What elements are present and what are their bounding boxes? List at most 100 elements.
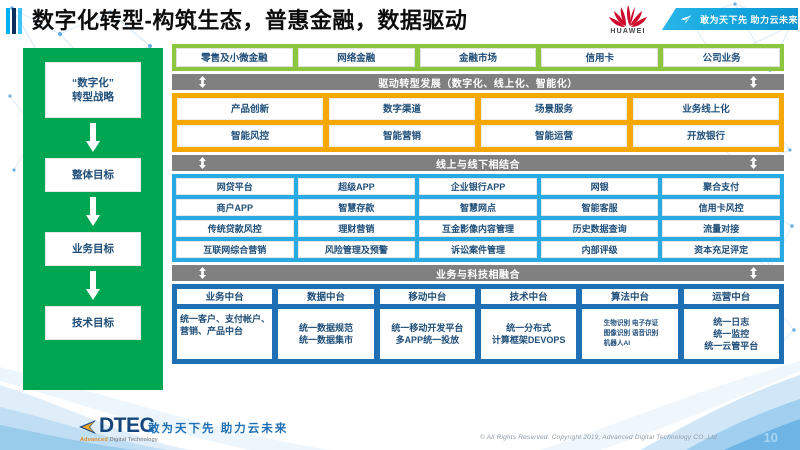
capability-row: 产品创新 数字渠道 场景服务 业务线上化 — [177, 98, 779, 120]
application-cell[interactable]: 网贷平台 — [176, 178, 294, 195]
platform-column-mobile: 移动中台 统一移动开发平台多APP统一投放 — [378, 288, 476, 360]
application-row: 商户APP 智慧存款 智慧网点 智能客服 信用卡风控 — [176, 199, 780, 216]
capability-cell[interactable]: 智能风控 — [177, 125, 323, 147]
ribbon-text: 敢为天下先 助力云未来 — [699, 14, 798, 25]
paper-plane-icon — [680, 14, 692, 24]
business-line-cell[interactable]: 信用卡 — [541, 48, 659, 67]
application-cell[interactable]: 传统贷款风控 — [176, 220, 294, 237]
sidebar-item-business-goal[interactable]: 业务目标 — [45, 232, 141, 266]
platform-column-business: 业务中台 统一客户、支付帐户、营销、产品中台 — [176, 288, 274, 360]
capability-cell[interactable]: 开放银行 — [633, 125, 779, 147]
application-cell[interactable]: 诉讼案件管理 — [419, 241, 537, 258]
application-cell[interactable]: 信用卡风控 — [662, 199, 780, 216]
application-row: 网贷平台 超级APP 企业银行APP 网银 聚合支付 — [176, 178, 780, 195]
application-cell[interactable]: 历史数据查询 — [540, 220, 659, 237]
platform-column-data: 数据中台 统一数据规范统一数据集市 — [277, 288, 375, 360]
page-title: 数字化转型-构筑生态，普惠金融，数据驱动 — [32, 8, 468, 33]
sidebar-item-label: 业务目标 — [72, 242, 114, 255]
double-arrow-icon — [199, 76, 206, 88]
sidebar-item-label: 技术目标 — [72, 316, 114, 329]
platform-column-header[interactable]: 技术中台 — [479, 288, 578, 305]
slide-header: 数字化转型-构筑生态，普惠金融，数据驱动 HUAWEI 敢为天下先 助力云未来 — [0, 0, 800, 40]
connector-bar-drive-transformation: 驱动转型发展（数字化、线上化、智能化） — [172, 74, 784, 90]
page-number: 10 — [763, 430, 778, 445]
application-row: 传统贷款风控 理财营销 互金影像内容管理 历史数据查询 流量对接 — [176, 220, 780, 237]
down-arrow-icon-2 — [85, 197, 101, 227]
application-cell[interactable]: 互金影像内容管理 — [419, 220, 537, 237]
platform-column-body: 统一分布式计算框架DEVOPS — [479, 308, 578, 360]
double-arrow-icon — [199, 267, 206, 279]
double-arrow-icon — [750, 157, 757, 169]
down-arrow-icon-3 — [85, 271, 101, 301]
application-cell[interactable]: 智能客服 — [540, 199, 659, 216]
application-cell[interactable]: 理财营销 — [297, 220, 416, 237]
sidebar-item-label: 整体目标 — [72, 168, 114, 181]
application-cell[interactable]: 企业银行APP — [419, 178, 537, 195]
capability-cell[interactable]: 智能营销 — [329, 125, 475, 147]
connector-bar-label: 业务与科技相融合 — [436, 269, 520, 281]
capability-cell[interactable]: 智能运营 — [481, 125, 627, 147]
platform-column-header[interactable]: 业务中台 — [176, 288, 274, 305]
capability-band: 产品创新 数字渠道 场景服务 业务线上化 智能风控 智能营销 智能运营 开放银行 — [172, 93, 784, 152]
platform-column-header[interactable]: 移动中台 — [378, 288, 476, 305]
huawei-flower-icon — [609, 5, 647, 27]
application-cell[interactable]: 风险管理及预警 — [297, 241, 416, 258]
application-cell[interactable]: 超级APP — [297, 178, 416, 195]
platform-column-body: 统一客户、支付帐户、营销、产品中台 — [176, 308, 274, 360]
platform-band: 业务中台 统一客户、支付帐户、营销、产品中台 数据中台 统一数据规范统一数据集市… — [172, 284, 784, 364]
double-arrow-icon — [199, 157, 206, 169]
huawei-ribbon-banner: 敢为天下先 助力云未来 — [662, 8, 798, 30]
application-cell[interactable]: 内部评级 — [540, 241, 659, 258]
footer-slogan: 敢为天下先 助力云未来 — [148, 423, 289, 435]
business-line-cell[interactable]: 零售及小微金融 — [176, 48, 293, 67]
dtec-tagline-bold: Advanced — [80, 437, 108, 443]
huawei-wordmark: HUAWEI — [610, 28, 646, 35]
application-cell[interactable]: 资本充足评定 — [662, 241, 780, 258]
application-row: 互联网综合营销 风险管理及预警 诉讼案件管理 内部评级 资本充足评定 — [176, 241, 780, 258]
connector-bar-label: 驱动转型发展（数字化、线上化、智能化） — [378, 78, 578, 90]
application-cell[interactable]: 智慧存款 — [297, 199, 416, 216]
slide-footer: DTEC Advanced Digital Technology 敢为天下先 助… — [0, 394, 800, 450]
title-accent-bar — [6, 8, 28, 34]
dtec-logo: DTEC — [78, 414, 155, 437]
application-cell[interactable]: 商户APP — [176, 199, 294, 216]
application-cell[interactable]: 智慧网点 — [419, 199, 537, 216]
dtec-arrow-icon — [79, 420, 96, 434]
capability-cell[interactable]: 场景服务 — [481, 98, 627, 120]
business-line-cell[interactable]: 金融市场 — [419, 48, 537, 67]
platform-column-header[interactable]: 算法中台 — [581, 288, 679, 305]
capability-cell[interactable]: 数字渠道 — [329, 98, 475, 120]
application-cell[interactable]: 流量对接 — [662, 220, 780, 237]
double-arrow-icon — [750, 76, 757, 88]
dtec-tagline-rest: Digital Technology — [109, 437, 158, 443]
content-stack: 零售及小微金融 网络金融 金融市场 信用卡 公司业务 驱动转型发展（数字化、线上… — [172, 44, 784, 364]
sidebar-item-technology-goal[interactable]: 技术目标 — [45, 306, 141, 340]
sidebar-item-label-line1: “数字化” — [72, 76, 114, 89]
capability-row: 智能风控 智能营销 智能运营 开放银行 — [177, 125, 779, 147]
platform-column-algorithm: 算法中台 生物识别 电子存证图像识别 语音识别机器人AI — [581, 288, 679, 360]
double-arrow-icon — [750, 267, 757, 279]
application-cell[interactable]: 互联网综合营销 — [176, 241, 294, 258]
platform-column-header[interactable]: 运营中台 — [682, 288, 780, 305]
business-line-cell[interactable]: 公司业务 — [663, 48, 780, 67]
platform-column-header[interactable]: 数据中台 — [277, 288, 375, 305]
connector-bar-online-offline: 线上与线下相结合 — [172, 155, 784, 171]
application-cell[interactable]: 聚合支付 — [662, 178, 780, 195]
capability-cell[interactable]: 产品创新 — [177, 98, 323, 120]
down-arrow-icon-1 — [85, 123, 101, 153]
sidebar-item-strategy[interactable]: “数字化” 转型战略 — [45, 62, 141, 118]
huawei-logo: HUAWEI — [600, 2, 656, 38]
connector-bar-business-technology: 业务与科技相融合 — [172, 265, 784, 281]
sidebar-item-label-line2: 转型战略 — [72, 91, 114, 103]
platform-column-body: 生物识别 电子存证图像识别 语音识别机器人AI — [581, 308, 679, 360]
platform-column-operation: 运营中台 统一日志统一监控统一云管平台 — [682, 288, 780, 360]
dtec-tagline: Advanced Digital Technology — [80, 437, 158, 443]
dtec-wordmark: DTEC — [99, 414, 155, 437]
business-line-cell[interactable]: 网络金融 — [297, 48, 415, 67]
sidebar-item-overall-goal[interactable]: 整体目标 — [45, 158, 141, 192]
application-cell[interactable]: 网银 — [540, 178, 659, 195]
platform-column-body: 统一日志统一监控统一云管平台 — [682, 308, 780, 360]
platform-column-technology: 技术中台 统一分布式计算框架DEVOPS — [479, 288, 578, 360]
capability-cell[interactable]: 业务线上化 — [633, 98, 779, 120]
platform-column-body: 统一数据规范统一数据集市 — [277, 308, 375, 360]
